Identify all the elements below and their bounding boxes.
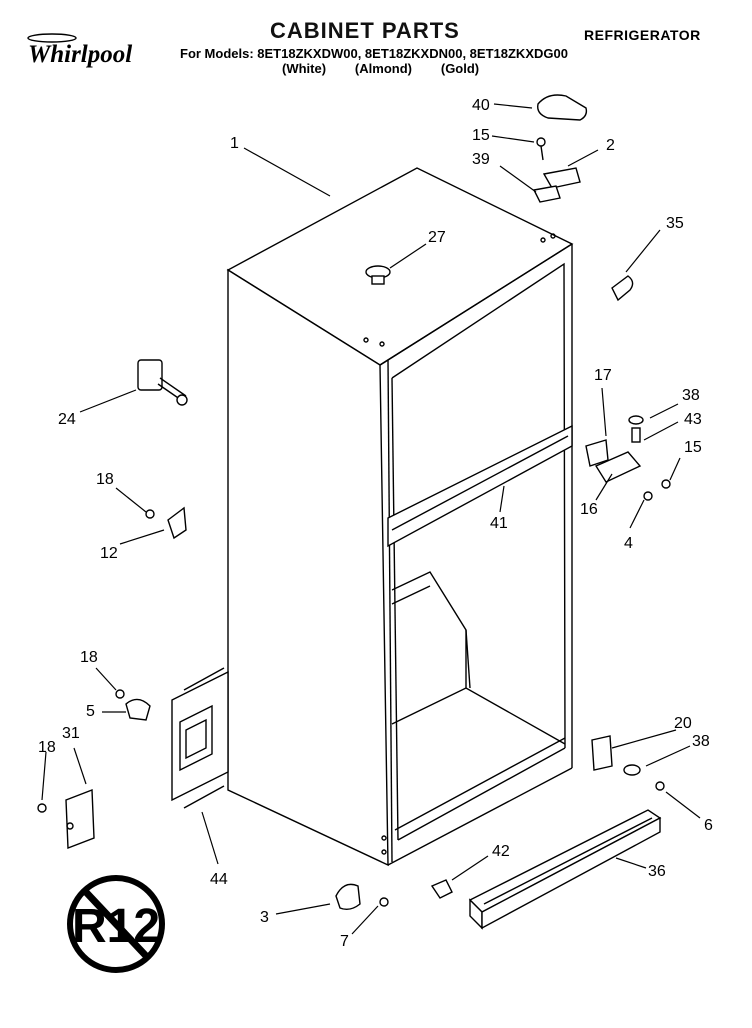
callout-44: 44	[210, 871, 228, 888]
callout-41: 41	[490, 515, 508, 532]
callout-15-right: 15	[684, 439, 702, 456]
callout-20: 20	[674, 715, 692, 732]
callout-40: 40	[472, 97, 490, 114]
callout-6: 6	[704, 817, 713, 834]
callout-leaders	[41, 103, 701, 935]
callout-38-upper: 38	[682, 387, 700, 404]
whirlpool-logo: Whirlpool	[27, 33, 132, 68]
bottom-hinge-part	[591, 735, 665, 791]
callout-24: 24	[58, 411, 76, 428]
callout-36: 36	[648, 863, 666, 880]
side-cover-part	[37, 788, 95, 850]
hinge-pin-part	[137, 359, 188, 406]
hinge-cover-part	[537, 94, 588, 121]
callout-5: 5	[86, 703, 95, 720]
callout-17: 17	[594, 367, 612, 384]
mullion-divider	[387, 424, 573, 548]
plug-button-part	[365, 265, 391, 285]
callout-18-upper: 18	[96, 471, 114, 488]
callout-1: 1	[230, 135, 239, 152]
callout-35: 35	[666, 215, 684, 232]
callout-31: 31	[62, 725, 80, 742]
cabinet-body	[226, 167, 574, 867]
hinge-bracket-part	[115, 689, 151, 721]
callout-18-middle: 18	[80, 649, 98, 666]
toe-grille-part	[468, 809, 662, 930]
center-hinge-part	[585, 415, 671, 501]
logo-swoosh-icon	[27, 33, 77, 43]
clip-part	[611, 275, 634, 302]
callout-38-lower: 38	[692, 733, 710, 750]
callout-15-top: 15	[472, 127, 490, 144]
callout-42: 42	[492, 843, 510, 860]
door-stop-part	[145, 506, 187, 540]
model-colors: (White) (Almond) (Gold)	[282, 61, 480, 76]
brand-name: Whirlpool	[28, 41, 132, 68]
mounting-plate-part	[171, 667, 229, 809]
product-type-label: REFRIGERATOR	[584, 27, 701, 43]
top-hinge-part	[532, 137, 581, 203]
callout-39: 39	[472, 151, 490, 168]
r12-refrigerant-emblem: R12	[67, 875, 165, 973]
callout-43: 43	[684, 411, 702, 428]
callout-16: 16	[580, 501, 598, 518]
callout-7: 7	[340, 933, 349, 950]
callout-18-lower: 18	[38, 739, 56, 756]
callout-3: 3	[260, 909, 269, 926]
model-numbers: For Models: 8ET18ZKXDW00, 8ET18ZKXDN00, …	[180, 46, 568, 61]
callout-numbers: 1 2 3 4 5 6 7 12 15 15 16 17 18 18 18 20…	[38, 97, 713, 950]
callout-27: 27	[428, 229, 446, 246]
clip-42-part	[430, 879, 453, 899]
callout-12: 12	[100, 545, 118, 562]
page-title: CABINET PARTS	[270, 18, 460, 43]
callout-4: 4	[624, 535, 633, 552]
roller-bracket-part	[335, 883, 389, 911]
callout-2: 2	[606, 137, 615, 154]
